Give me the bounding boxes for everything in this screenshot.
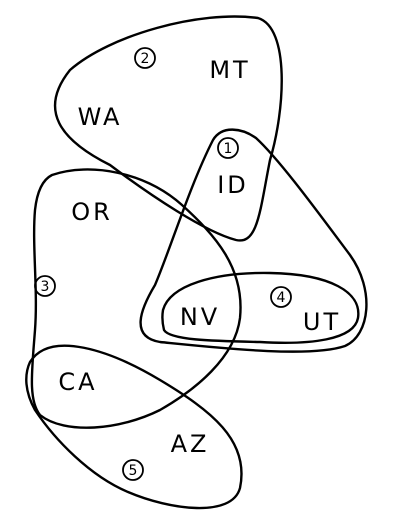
- group-5-marker-circle: [122, 459, 144, 481]
- group-5-marker: 5: [129, 463, 138, 479]
- group-4-outline: [161, 271, 360, 344]
- group-3-marker-circle: [34, 275, 56, 297]
- state-label-nv: NV: [180, 303, 220, 331]
- state-label-ca: CA: [58, 368, 97, 396]
- state-label-az: AZ: [171, 430, 210, 458]
- state-label-wa: WA: [78, 103, 123, 131]
- group-4-marker: 4: [277, 290, 286, 306]
- group-1-outline: [139, 128, 368, 353]
- group-3-marker: 3: [41, 279, 50, 295]
- state-label-or: OR: [71, 198, 113, 226]
- group-2-marker: 2: [141, 51, 150, 67]
- group-1-marker-circle: [217, 137, 239, 159]
- state-label-id: ID: [217, 171, 249, 199]
- group-1-marker: 1: [224, 141, 233, 157]
- group-5-outline: [25, 344, 243, 510]
- group-3-outline: [30, 168, 242, 429]
- group-2-outline: [53, 15, 283, 242]
- group-4-marker-circle: [270, 286, 292, 308]
- group-2-marker-circle: [134, 47, 156, 69]
- state-label-mt: MT: [209, 56, 250, 84]
- state-label-ut: UT: [303, 308, 341, 336]
